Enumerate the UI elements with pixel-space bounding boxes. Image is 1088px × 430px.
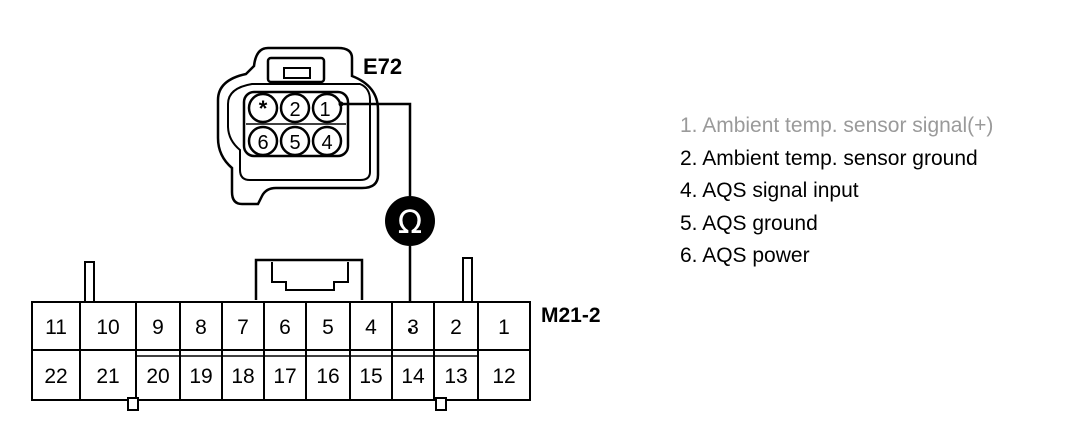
svg-text:15: 15 <box>359 365 382 388</box>
svg-text:10: 10 <box>96 316 119 339</box>
svg-text:14: 14 <box>401 365 425 388</box>
m21-right-post <box>462 257 473 305</box>
svg-text:*: * <box>259 96 268 121</box>
m21-pin-9: 9 <box>135 301 181 351</box>
e72-connector: * 2 1 6 5 4 E72 <box>216 46 402 206</box>
m21-pin-5: 5 <box>305 301 351 351</box>
svg-text:9: 9 <box>152 316 164 339</box>
e72-pin-5: 5 <box>279 125 311 157</box>
svg-text:1: 1 <box>498 316 510 339</box>
svg-text:6: 6 <box>257 132 268 154</box>
svg-text:5: 5 <box>289 132 300 154</box>
m21-pin-3: 3 <box>391 301 435 351</box>
e72-pin-1: 1 <box>311 92 343 124</box>
m21-2-connector: 11 22 10 21 9 20 8 19 7 18 6 17 5 16 4 15 3 14 2 13 1 12 M21-… <box>31 257 601 411</box>
m21-pin-21: 21 <box>79 349 137 401</box>
m21-pin-12: 12 <box>477 349 531 401</box>
legend-item-1: 1. Ambient temp. sensor signal(+) <box>680 114 994 137</box>
m21-pin-18: 18 <box>221 349 265 401</box>
m21-pin-22: 22 <box>31 349 81 401</box>
legend-item-6: 6. AQS power <box>680 244 810 267</box>
e72-pin-star: * <box>247 92 279 124</box>
m21-pin-16: 16 <box>305 349 351 401</box>
e72-label: E72 <box>363 54 402 79</box>
e72-pin-6: 6 <box>247 125 279 157</box>
svg-text:22: 22 <box>44 365 67 388</box>
svg-text:21: 21 <box>96 365 119 388</box>
m21-label: M21-2 <box>541 304 601 327</box>
svg-text:19: 19 <box>189 365 212 388</box>
svg-text:7: 7 <box>237 316 249 339</box>
svg-text:4: 4 <box>365 316 377 339</box>
svg-text:5: 5 <box>322 316 334 339</box>
m21-pin-15: 15 <box>349 349 393 401</box>
legend-item-4: 4. AQS signal input <box>680 179 859 202</box>
m21-bottom-tab-left <box>127 397 139 411</box>
m21-pin-6: 6 <box>263 301 307 351</box>
m21-pin-10: 10 <box>79 301 137 351</box>
m21-pin-17: 17 <box>263 349 307 401</box>
m21-bottom-tab-right <box>435 397 447 411</box>
svg-text:2: 2 <box>450 316 462 339</box>
m21-pin-2: 2 <box>433 301 479 351</box>
svg-text:3: 3 <box>407 316 419 339</box>
legend-item-5: 5. AQS ground <box>680 211 818 235</box>
svg-text:16: 16 <box>316 365 339 388</box>
svg-text:2: 2 <box>289 99 300 121</box>
svg-text:Ω: Ω <box>398 203 422 241</box>
svg-text:11: 11 <box>45 316 67 339</box>
ohmmeter: Ω <box>385 196 435 246</box>
svg-text:6: 6 <box>279 316 291 339</box>
m21-pin-20: 20 <box>135 349 181 401</box>
m21-left-post <box>84 261 95 305</box>
m21-pin-19: 19 <box>179 349 223 401</box>
svg-text:13: 13 <box>444 365 467 388</box>
m21-pin-4: 4 <box>349 301 393 351</box>
e72-pin-2: 2 <box>279 92 311 124</box>
legend-item-2: 2. Ambient temp. sensor ground <box>680 146 978 170</box>
pin-legend: 1. Ambient temp. sensor signal(+) 2. Amb… <box>680 110 993 273</box>
svg-text:20: 20 <box>146 365 169 388</box>
e72-pin-4: 4 <box>311 125 343 157</box>
m21-pin-13: 13 <box>433 349 479 401</box>
m21-pin-7: 7 <box>221 301 265 351</box>
m21-latch <box>254 258 364 300</box>
svg-text:8: 8 <box>195 316 207 339</box>
svg-text:1: 1 <box>319 99 330 121</box>
m21-pin-11: 11 <box>31 301 81 351</box>
m21-pin-14: 14 <box>391 349 435 401</box>
m21-pin-1: 1 <box>477 301 531 351</box>
svg-text:18: 18 <box>231 365 254 388</box>
svg-text:12: 12 <box>492 365 515 388</box>
m21-pin-8: 8 <box>179 301 223 351</box>
e72-latch-slot <box>283 67 311 79</box>
svg-text:4: 4 <box>321 132 332 154</box>
svg-text:17: 17 <box>273 365 296 388</box>
ohmmeter-icon <box>385 196 435 246</box>
e72-housing-inner <box>227 83 371 181</box>
